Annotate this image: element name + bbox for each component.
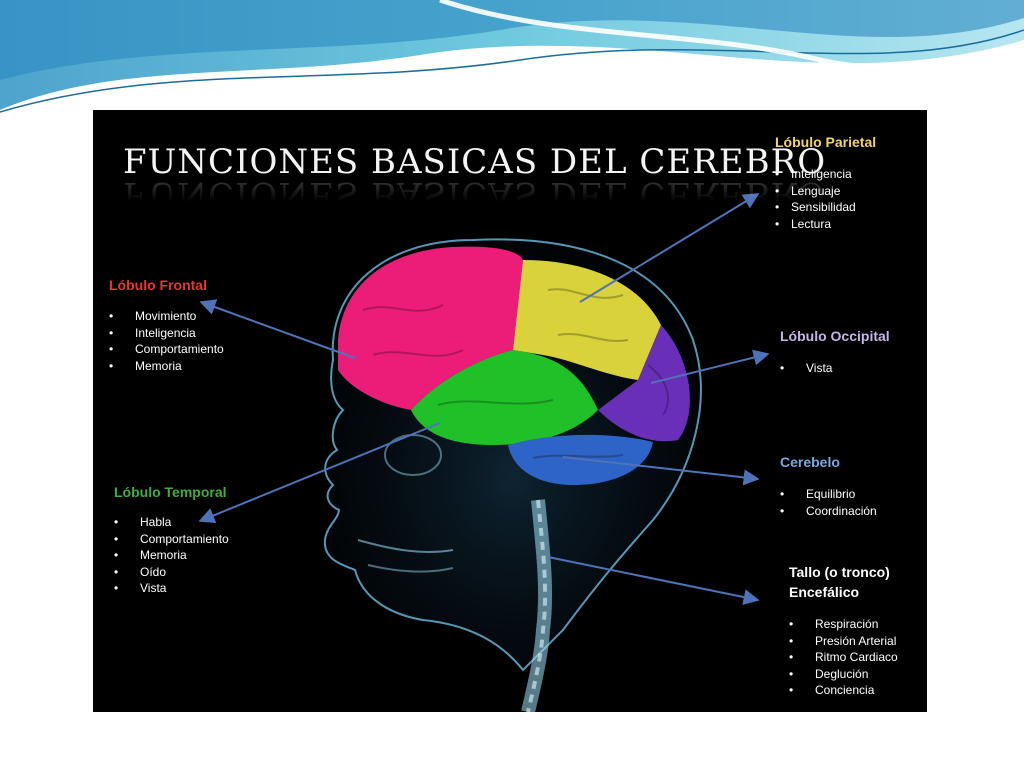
temporal-lobe-shape (411, 350, 598, 445)
temporal-lobe-block: Lóbulo Temporal •Habla •Comportamiento •… (114, 482, 229, 597)
tallo-item: •Presión Arterial (789, 633, 897, 648)
frontal-item: •Inteligencia (109, 325, 196, 340)
occipital-lobe-block: Lóbulo Occipital •Vista (780, 326, 890, 377)
brain-head-illustration (198, 193, 770, 712)
arrow-frontal (199, 299, 356, 359)
temporal-item: •Habla (114, 515, 172, 529)
frontal-lobe-block: Lóbulo Frontal •Movimiento •Inteligencia… (109, 275, 224, 374)
temporal-item: •Oído (114, 564, 167, 579)
frontal-lobe-shape (338, 246, 523, 410)
parietal-item: •Inteligencia (775, 167, 852, 181)
arrow-occipital (650, 349, 770, 384)
tallo-item: •Ritmo Cardiaco (789, 650, 898, 664)
decorative-waves-header (0, 0, 1024, 113)
temporal-item: •Comportamiento (114, 531, 229, 546)
tallo-heading-line1: Tallo (o tronco) (789, 564, 890, 580)
title-group: FUNCIONES BASICAS DEL CEREBRO FUNCIONES … (123, 142, 826, 214)
cerebelo-heading: Cerebelo (780, 454, 840, 470)
parietal-item: •Sensibilidad (775, 200, 856, 214)
cerebelo-item: •Equilibrio (780, 487, 856, 501)
tallo-item: •Conciencia (789, 683, 875, 697)
frontal-item: •Comportamiento (109, 342, 224, 356)
page-title-reflection: FUNCIONES BASICAS DEL CEREBRO (123, 174, 827, 214)
parietal-item: •Lenguaje (775, 183, 841, 198)
occipital-heading: Lóbulo Occipital (780, 328, 890, 344)
tallo-heading-line2: Encefálico (789, 584, 860, 600)
temporal-item: •Vista (114, 581, 167, 595)
tallo-item: •Respiración (789, 617, 879, 631)
parietal-lobe-shape (513, 260, 661, 380)
tallo-block: Tallo (o tronco) Encefálico •Respiración… (789, 562, 898, 699)
parietal-item: •Lectura (775, 216, 832, 231)
arrow-tallo (547, 556, 760, 605)
page-title: FUNCIONES BASICAS DEL CEREBRO (123, 142, 827, 182)
arrow-parietal (579, 193, 760, 303)
brain-diagram-panel: FUNCIONES BASICAS DEL CEREBRO FUNCIONES … (93, 110, 927, 712)
cerebelo-item: •Coordinación (780, 503, 877, 518)
arrow-cerebelo (562, 456, 760, 486)
cerebelo-block: Cerebelo •Equilibrio •Coordinación (780, 452, 877, 519)
frontal-item: •Memoria (109, 358, 182, 373)
tallo-item: •Deglución (789, 666, 869, 681)
temporal-heading: Lóbulo Temporal (114, 484, 227, 500)
parietal-lobe-block: Lóbulo Parietal •Inteligencia •Lenguaje … (775, 132, 876, 232)
arrow-temporal (198, 422, 441, 523)
occipital-lobe-shape (598, 325, 690, 442)
parietal-heading: Lóbulo Parietal (775, 134, 877, 150)
frontal-heading: Lóbulo Frontal (109, 277, 207, 293)
temporal-item: •Memoria (114, 548, 187, 562)
occipital-item: •Vista (780, 361, 833, 375)
frontal-item: •Movimiento (109, 309, 197, 323)
